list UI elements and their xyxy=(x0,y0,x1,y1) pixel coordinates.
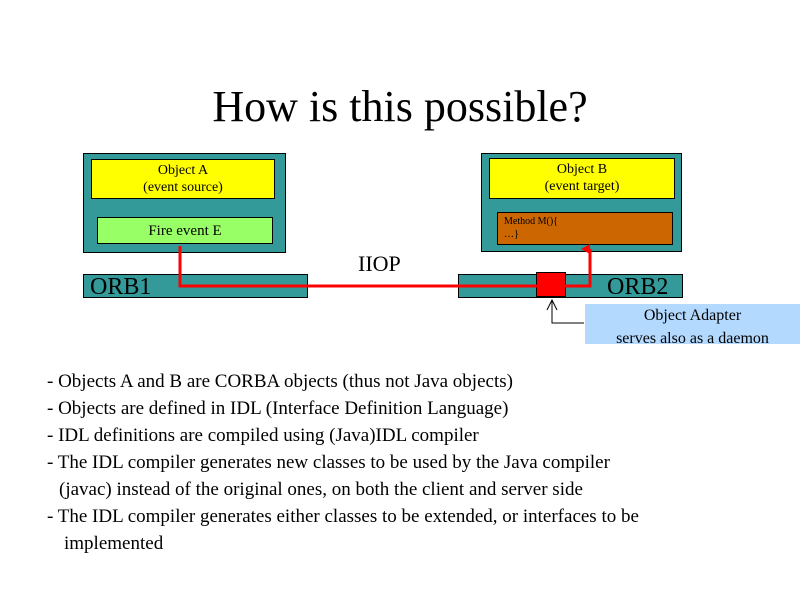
method-line-1: Method M(){ xyxy=(504,216,558,227)
object-a-name: Object A xyxy=(157,163,209,178)
bullet-item: - IDL definitions are compiled using (Ja… xyxy=(47,425,479,446)
slide-title: How is this possible? xyxy=(212,82,588,131)
fire-event-box: Fire event E xyxy=(97,217,273,244)
object-b-name: Object B xyxy=(556,162,608,177)
object-a-role: (event source) xyxy=(143,180,223,195)
adapter-pointer-arrowhead xyxy=(546,298,558,311)
orb1-label: ORB1 xyxy=(90,274,152,300)
fire-event-label: Fire event E xyxy=(148,223,222,239)
bullet-item: - Objects are defined in IDL (Interface … xyxy=(47,398,509,419)
iiop-connector-line xyxy=(178,244,592,288)
object-b-box: Object B (event target) xyxy=(489,158,675,199)
adapter-note-line-1: Object Adapter xyxy=(643,307,742,324)
object-adapter-note: Object Adapter serves also as a daemon xyxy=(585,304,800,344)
orb2-label: ORB2 xyxy=(607,274,669,300)
object-a-box: Object A (event source) xyxy=(91,159,275,199)
bullet-item: - The IDL compiler generates new classes… xyxy=(47,452,610,473)
bullet-item-continuation: implemented xyxy=(64,533,164,554)
adapter-note-line-2: serves also as a daemon xyxy=(616,330,769,344)
adapter-pointer-line xyxy=(551,301,584,324)
iiop-label: IIOP xyxy=(358,251,401,276)
bullet-item-continuation: (javac) instead of the original ones, on… xyxy=(59,479,583,500)
bullet-list: - Objects A and B are CORBA objects (thu… xyxy=(47,368,787,557)
method-box: Method M(){ …} xyxy=(497,212,673,245)
bullet-item: - The IDL compiler generates either clas… xyxy=(47,506,639,527)
method-line-2: …} xyxy=(504,229,519,240)
bullet-item: - Objects A and B are CORBA objects (thu… xyxy=(47,371,513,392)
object-b-role: (event target) xyxy=(544,179,620,194)
